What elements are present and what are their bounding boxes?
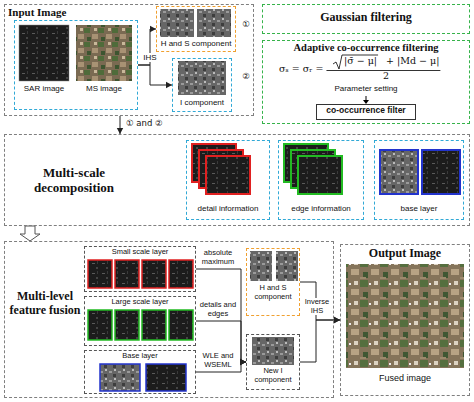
box-title: detail information [187, 204, 269, 213]
image-set [19, 9, 464, 391]
box-title: base layer [375, 204, 463, 213]
connector-line [138, 65, 172, 85]
connector [300, 317, 340, 362]
box-text: Fused image [341, 373, 469, 383]
base-layer-image [100, 364, 140, 391]
text-label: ① [239, 20, 253, 30]
input-images-box: SAR imageMS image [14, 20, 138, 110]
base-layer-image [146, 364, 186, 391]
box-title: Multi-level feature fusion [8, 290, 82, 318]
edge-label: ① and ② [126, 119, 178, 129]
large-image [88, 310, 112, 340]
text-label: Inverse IHS [302, 298, 332, 315]
large-image [115, 310, 139, 340]
base-image [380, 150, 418, 194]
base-box: base layer [374, 140, 464, 220]
s-image [276, 251, 298, 281]
edge-label: details and edges [198, 301, 238, 318]
text-label: |σ̄ − μ| [344, 56, 377, 67]
edge-image [298, 156, 342, 194]
box-title: Small scale layer [85, 248, 195, 257]
box-title: edge information [279, 204, 363, 213]
text-label: 2 [381, 71, 391, 82]
connector-line [196, 269, 246, 362]
hollow-arrow [20, 226, 40, 241]
hollow-arrow-shape [20, 226, 40, 241]
box-title: co-occurrence filter [317, 106, 415, 116]
box-title: Adaptive co-occurrence filtering [263, 42, 469, 54]
input-panel: Input ImageSAR imageMS imageH and S comp… [4, 4, 254, 116]
detail-image [206, 156, 250, 194]
box-title: Output Image [341, 247, 469, 261]
text-label: + |Md − μ| [386, 56, 439, 67]
small-scale-box: Small scale layer [84, 246, 196, 292]
radical-sign [333, 55, 378, 69]
box-title: Gaussian filtering [263, 11, 469, 25]
ms-image [76, 25, 132, 81]
small-image [142, 260, 166, 288]
box-title: H and S component [157, 39, 235, 48]
hs-component-box: H and S component [156, 6, 236, 52]
h-image [250, 251, 272, 281]
box-title: H and S component [247, 284, 299, 301]
edge-label: WLE and WSEML [198, 352, 238, 369]
i-component-box: I component [172, 58, 232, 112]
box-text: MS image [74, 84, 134, 93]
s-image [197, 9, 231, 37]
output-box: Output ImageFused image [340, 244, 470, 396]
connector [117, 116, 123, 134]
box-title: I component [173, 98, 231, 107]
decomposition-panel: Multi-scale decomposition detail informat… [4, 134, 470, 226]
fusion-panel: Multi-level feature fusion Small scale la… [4, 241, 334, 398]
fused-image [346, 264, 464, 368]
connector [300, 282, 340, 323]
base-layer-box: Base layer [84, 350, 196, 394]
sar-image [19, 25, 69, 81]
edge-label: absolute maximum [198, 249, 238, 266]
box-title: Base layer [85, 352, 195, 361]
text-label: σₛ = σᵣ = [279, 64, 323, 75]
box-title: SAR image [17, 84, 71, 93]
filter-box: co-occurrence filter [316, 104, 416, 120]
base-image [422, 150, 460, 194]
text-label: Parameter setting [296, 84, 436, 93]
new-i-image [252, 337, 294, 365]
connector-line [300, 282, 340, 320]
i-image [178, 61, 226, 95]
box-title: Multi-scale decomposition [14, 166, 134, 196]
connector [138, 65, 172, 88]
small-image [169, 260, 193, 288]
detail-box: detail information [186, 140, 270, 220]
edge-box: edge information [278, 140, 364, 220]
connector-line [300, 320, 340, 362]
adaptive-filter-box: Adaptive co-occurrence filtering co-occur… [262, 40, 470, 124]
connector [196, 269, 246, 365]
new-i-box: New I component [246, 334, 300, 390]
large-scale-box: Large scale layer [84, 296, 196, 346]
small-image [88, 260, 112, 288]
large-image [142, 310, 166, 340]
gaussian-box: Gaussian filtering [262, 4, 470, 34]
box-title: New I component [247, 367, 299, 384]
hs-component-box: H and S component [246, 248, 300, 316]
text-label: ② [239, 72, 253, 82]
small-image [115, 260, 139, 288]
text-label: IHS [141, 53, 159, 62]
large-image [169, 310, 193, 340]
box-title: Input Image [8, 6, 98, 19]
box-title: Large scale layer [85, 298, 195, 307]
h-image [160, 9, 194, 37]
